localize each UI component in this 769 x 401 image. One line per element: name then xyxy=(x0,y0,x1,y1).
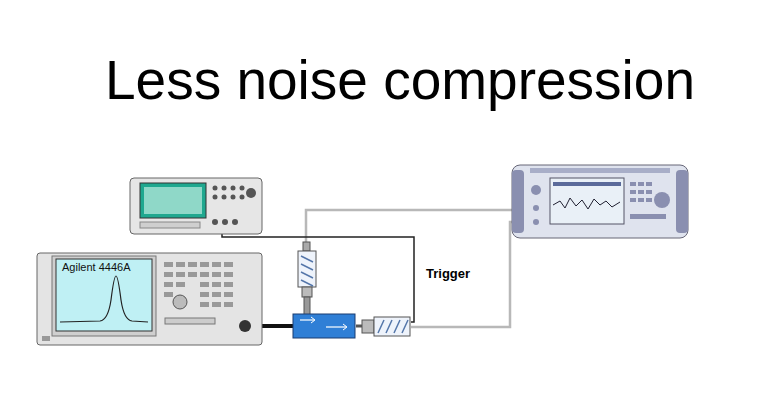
attenuator xyxy=(362,317,410,336)
instrument-screen: Agilent 4446A xyxy=(56,259,154,331)
signal-analyzer xyxy=(512,165,688,238)
attenuator xyxy=(298,242,316,315)
spectrum-analyzer xyxy=(37,253,262,345)
diagram-title: Less noise compression xyxy=(60,48,740,112)
grey-cable xyxy=(306,210,514,250)
instrument-label: Agilent 4446A xyxy=(56,259,154,273)
grey-cable xyxy=(411,222,514,327)
signal-label: Trigger xyxy=(424,266,472,281)
function-generator xyxy=(130,178,262,234)
directional-coupler xyxy=(293,314,355,338)
